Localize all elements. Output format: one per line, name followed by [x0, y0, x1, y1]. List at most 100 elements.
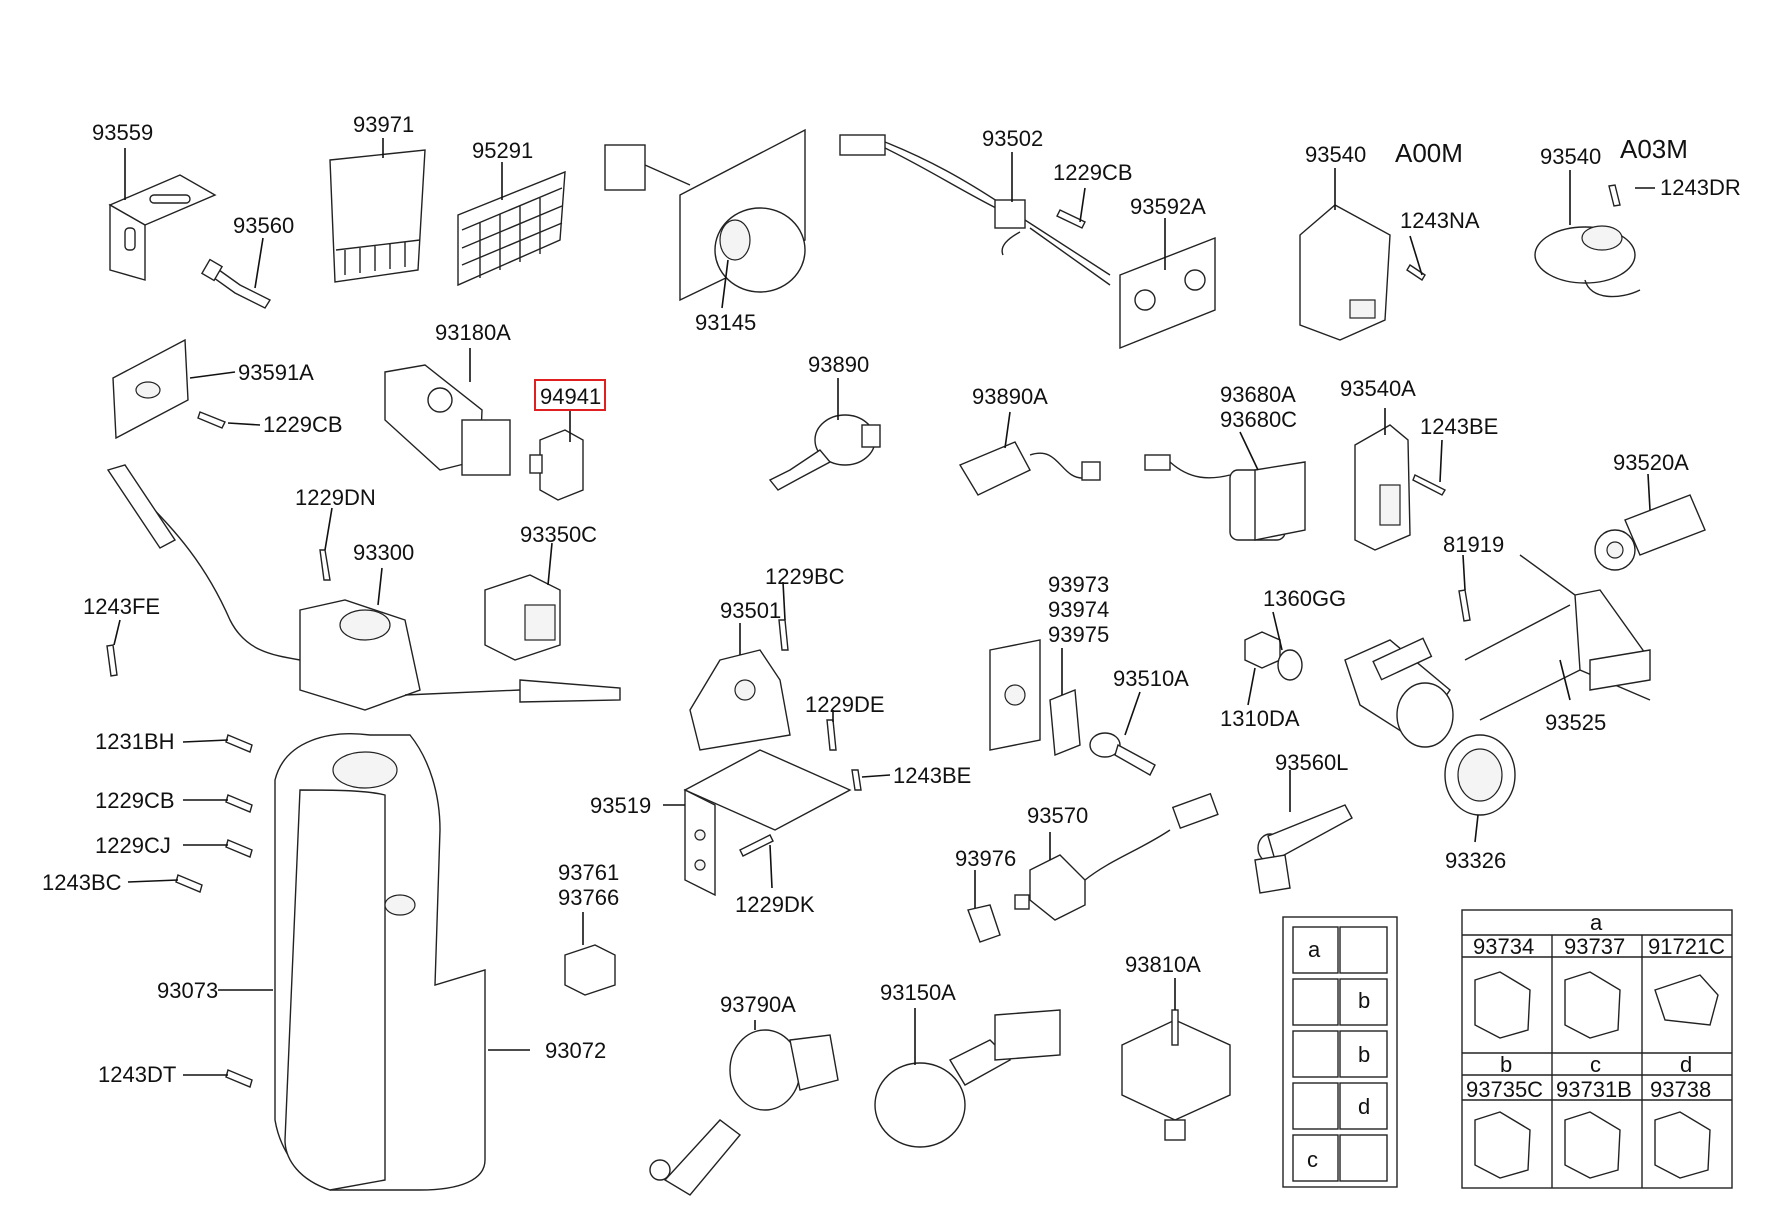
- pin-93560-drawing: [200, 258, 272, 309]
- label-93974[interactable]: 93974: [1048, 597, 1109, 622]
- label-93890[interactable]: 93890: [808, 352, 869, 377]
- screw-1229cb-drawing: [1056, 209, 1086, 229]
- label-93350c[interactable]: 93350C: [520, 522, 597, 547]
- label-95291[interactable]: 95291: [472, 138, 533, 163]
- cap-93734[interactable]: 93734: [1473, 934, 1534, 959]
- label-1310da[interactable]: 1310DA: [1220, 706, 1300, 731]
- label-93570[interactable]: 93570: [1027, 803, 1088, 828]
- label-93300[interactable]: 93300: [353, 540, 414, 565]
- label-93559[interactable]: 93559: [92, 120, 153, 145]
- key-cell-c: c: [1307, 1147, 1318, 1172]
- label-93502[interactable]: 93502: [982, 126, 1043, 151]
- lamp-93540a-drawing: [1354, 424, 1411, 551]
- label-1229bc[interactable]: 1229BC: [765, 564, 845, 589]
- bolt-81919-drawing: [1458, 589, 1471, 622]
- screw-1229cj-drawing: [225, 839, 253, 858]
- label-94941[interactable]: 94941: [540, 384, 601, 409]
- label-93540-b[interactable]: 93540: [1540, 144, 1601, 169]
- label-93591a[interactable]: 93591A: [238, 360, 314, 385]
- label-1229cj[interactable]: 1229CJ: [95, 833, 171, 858]
- cap-group-a: a: [1590, 910, 1603, 935]
- label-93540a[interactable]: 93540A: [1340, 376, 1416, 401]
- ring-93326-drawing: [1444, 734, 1516, 816]
- label-1231bh[interactable]: 1231BH: [95, 729, 175, 754]
- label-93790a[interactable]: 93790A: [720, 992, 796, 1017]
- screw-1229cb-c-drawing: [225, 794, 253, 813]
- sticker-93971-drawing: [329, 149, 426, 283]
- cap-93731b[interactable]: 93731B: [1556, 1077, 1632, 1102]
- screw-1243bc-drawing: [175, 874, 203, 893]
- cap-93738[interactable]: 93738: [1650, 1077, 1711, 1102]
- cap-93735c[interactable]: 93735C: [1466, 1077, 1543, 1102]
- label-a03m: A03M: [1620, 134, 1688, 164]
- label-93975[interactable]: 93975: [1048, 622, 1109, 647]
- cap-93734-drawing: [1474, 971, 1531, 1039]
- label-93072[interactable]: 93072: [545, 1038, 606, 1063]
- label-93976[interactable]: 93976: [955, 846, 1016, 871]
- key-cell-b-2: b: [1358, 1042, 1370, 1067]
- cap-93737[interactable]: 93737: [1564, 934, 1625, 959]
- label-1243fe[interactable]: 1243FE: [83, 594, 160, 619]
- knob-93145-drawing: [604, 128, 806, 302]
- screw-1243be-b-drawing: [851, 769, 862, 791]
- label-1229dn[interactable]: 1229DN: [295, 485, 376, 510]
- gasket-93976-drawing: [967, 904, 1001, 943]
- label-1243be-b[interactable]: 1243BE: [893, 763, 971, 788]
- cap-94941-drawing: [529, 429, 584, 501]
- label-93501[interactable]: 93501: [720, 598, 781, 623]
- part-93761-drawing: [564, 944, 616, 996]
- screw-1243dr-drawing: [1608, 184, 1621, 207]
- label-93560[interactable]: 93560: [233, 213, 294, 238]
- label-1243dr[interactable]: 1243DR: [1660, 175, 1741, 200]
- label-93150a[interactable]: 93150A: [880, 980, 956, 1005]
- switch-93300-drawing: [106, 464, 621, 711]
- label-1229dk[interactable]: 1229DK: [735, 892, 815, 917]
- label-93761[interactable]: 93761: [558, 860, 619, 885]
- part-93560l-drawing: [1254, 804, 1353, 894]
- label-1229cb-b[interactable]: 1229CB: [263, 412, 343, 437]
- sensor-93810a-drawing: [1121, 1009, 1231, 1141]
- label-93525[interactable]: 93525: [1545, 710, 1606, 735]
- label-93540-a[interactable]: 93540: [1305, 142, 1366, 167]
- label-93073[interactable]: 93073: [157, 978, 218, 1003]
- key-cell-d: d: [1358, 1094, 1370, 1119]
- key-table: a b b d c: [1282, 916, 1398, 1188]
- cap-letter-b: b: [1500, 1052, 1512, 1077]
- label-93680a[interactable]: 93680A: [1220, 382, 1296, 407]
- label-1243dt[interactable]: 1243DT: [98, 1062, 176, 1087]
- label-93326[interactable]: 93326: [1445, 848, 1506, 873]
- label-1243be[interactable]: 1243BE: [1420, 414, 1498, 439]
- nut-1310da-drawing: [1244, 631, 1281, 669]
- label-93510a[interactable]: 93510A: [1113, 666, 1189, 691]
- label-93971[interactable]: 93971: [353, 112, 414, 137]
- switch-93570-drawing: [1014, 792, 1219, 921]
- label-93519[interactable]: 93519: [590, 793, 651, 818]
- cap-93735c-drawing: [1474, 1111, 1531, 1179]
- cap-table: a 93734 93737 91721C b c d 93735C 93731B…: [1461, 909, 1733, 1189]
- label-1243bc[interactable]: 1243BC: [42, 870, 122, 895]
- label-93766[interactable]: 93766: [558, 885, 619, 910]
- part-93973-drawing: [989, 639, 1081, 756]
- label-1229cb-top[interactable]: 1229CB: [1053, 160, 1133, 185]
- label-93180a[interactable]: 93180A: [435, 320, 511, 345]
- label-93810a[interactable]: 93810A: [1125, 952, 1201, 977]
- label-93145[interactable]: 93145: [695, 310, 756, 335]
- label-81919[interactable]: 81919: [1443, 532, 1504, 557]
- plate-93592a-drawing: [1119, 236, 1216, 350]
- label-93592a[interactable]: 93592A: [1130, 194, 1206, 219]
- label-93890a[interactable]: 93890A: [972, 384, 1048, 409]
- label-93973[interactable]: 93973: [1048, 572, 1109, 597]
- label-1229cb-c[interactable]: 1229CB: [95, 788, 175, 813]
- cap-93731b-drawing: [1564, 1111, 1621, 1179]
- key-cell-b-1: b: [1358, 988, 1370, 1013]
- cap-letter-c: c: [1590, 1052, 1601, 1077]
- label-1360gg[interactable]: 1360GG: [1263, 586, 1346, 611]
- label-93520a[interactable]: 93520A: [1613, 450, 1689, 475]
- label-93680c[interactable]: 93680C: [1220, 407, 1297, 432]
- label-1243na[interactable]: 1243NA: [1400, 208, 1480, 233]
- label-1229de[interactable]: 1229DE: [805, 692, 885, 717]
- cap-91721c[interactable]: 91721C: [1648, 934, 1725, 959]
- switch-93180a-drawing: [384, 364, 511, 476]
- lamp-93540-a00m-drawing: [1299, 204, 1391, 341]
- label-93560l[interactable]: 93560L: [1275, 750, 1348, 775]
